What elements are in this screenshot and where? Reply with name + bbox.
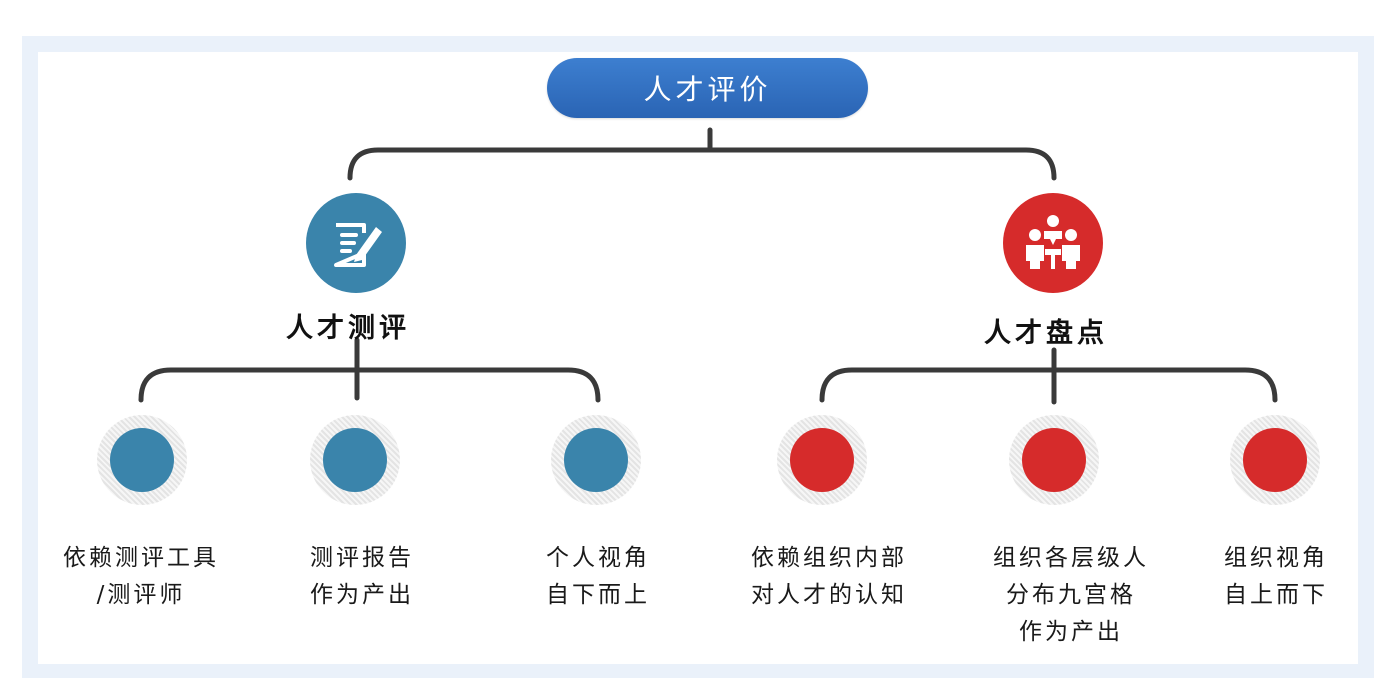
leaf-label-line: 依赖测评工具 (63, 545, 219, 571)
leaf-label: 组织视角 自上而下 (1166, 540, 1386, 614)
leaf-label-line: 对人才的认知 (751, 582, 907, 608)
leaf-label-line: 自下而上 (546, 582, 650, 608)
leaf-dot (564, 428, 628, 492)
leaf-label: 依赖组织内部 对人才的认知 (719, 540, 939, 614)
leaf-dot (1022, 428, 1086, 492)
leaf-dot (110, 428, 174, 492)
leaf-label-line: /测评师 (96, 582, 186, 608)
leaf-label-line: 作为产出 (1019, 619, 1123, 645)
leaf-node (777, 415, 867, 505)
leaf-label: 依赖测评工具 /测评师 (31, 540, 251, 614)
leaf-node (310, 415, 400, 505)
leaf-label-line: 组织各层级人 (993, 545, 1149, 571)
leaf-dot (1243, 428, 1307, 492)
branch-title-assessment: 人才测评 (286, 313, 410, 344)
leaf-node (1230, 415, 1320, 505)
root-title: 人才评价 (643, 73, 772, 106)
leaf-label-line: 自上而下 (1224, 582, 1328, 608)
leaf-dot (323, 428, 387, 492)
assessment-form-icon (334, 223, 382, 267)
leaf-label: 个人视角 自下而上 (488, 540, 708, 614)
leaf-node (97, 415, 187, 505)
leaf-node (1009, 415, 1099, 505)
leaf-label-line: 个人视角 (546, 545, 650, 571)
leaf-label-line: 作为产出 (310, 582, 414, 608)
leaf-label: 组织各层级人 分布九宫格 作为产出 (961, 540, 1181, 651)
leaf-dot (790, 428, 854, 492)
leaf-label: 测评报告 作为产出 (252, 540, 472, 614)
branch-title-inventory: 人才盘点 (984, 318, 1108, 349)
leaf-label-line: 测评报告 (310, 545, 414, 571)
inventory-branch-icon (1003, 193, 1103, 293)
assessment-branch-icon (306, 193, 406, 293)
root-node-talent-evaluation: 人才评价 (547, 58, 868, 118)
leaf-label-line: 依赖组织内部 (751, 545, 907, 571)
leaf-label-line: 组织视角 (1224, 545, 1328, 571)
leaf-label-line: 分布九宫格 (1006, 582, 1136, 608)
leaf-node (551, 415, 641, 505)
team-meeting-icon (1026, 215, 1080, 269)
